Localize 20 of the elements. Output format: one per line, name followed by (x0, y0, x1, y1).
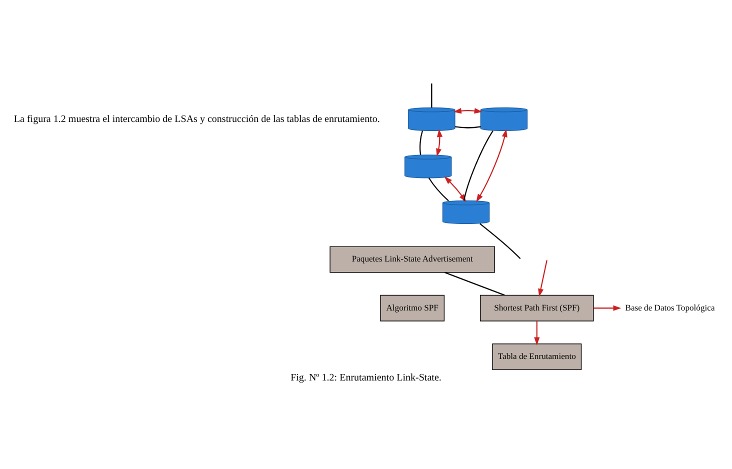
connector (444, 272, 505, 296)
connector (419, 130, 424, 155)
connector (480, 223, 521, 260)
label: La figura 1.2 muestra el intercambio de LSAs y construcción de las tablas de enrutamiento. (14, 114, 380, 125)
connector (463, 130, 494, 201)
connector (455, 126, 481, 128)
node-box: Tabla de Enrutamiento (492, 344, 582, 370)
arrow (453, 108, 482, 114)
arrow (476, 129, 508, 202)
arrow (436, 129, 443, 157)
connector (431, 83, 432, 108)
caption: Fig. Nº 1.2: Enrutamiento Link-State. (290, 372, 442, 384)
node-box: Shortest Path First (SPF) (480, 294, 594, 322)
node-box: Algoritmo SPF (380, 294, 445, 322)
arrow (538, 260, 548, 297)
node-text: Base de Datos Topológica (625, 302, 715, 312)
arrow (594, 305, 622, 311)
arrow (534, 321, 540, 346)
connector (428, 178, 449, 202)
node-box: Paquetes Link-State Advertisement (330, 246, 496, 273)
